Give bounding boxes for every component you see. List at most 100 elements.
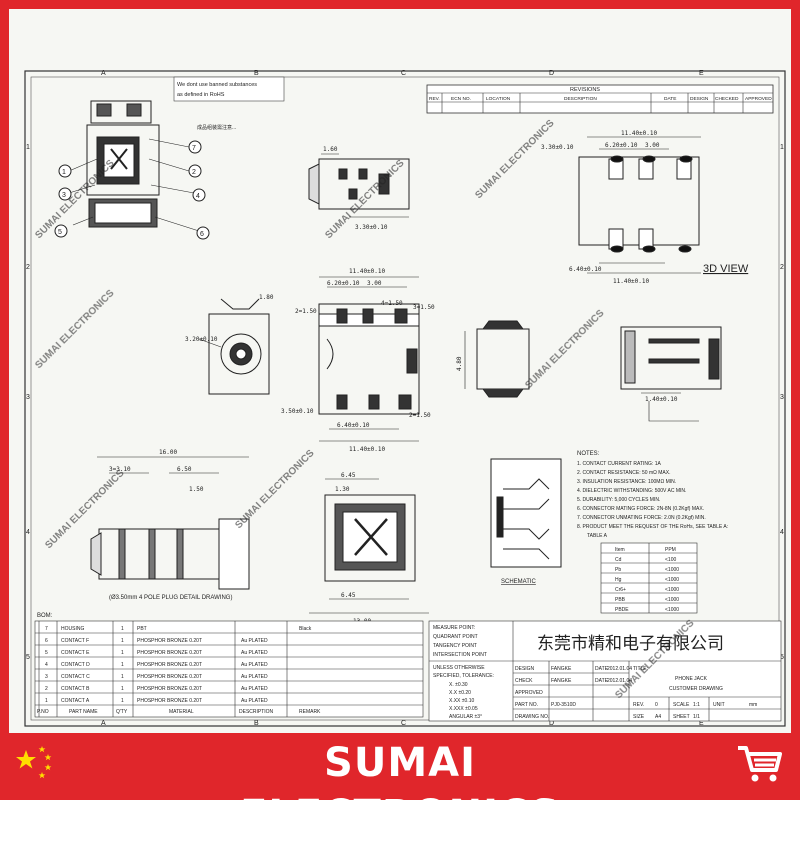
notes-title: NOTES: — [577, 451, 600, 457]
part-no-value: PJ0-3510D — [551, 702, 576, 708]
grid-col-label: B — [254, 720, 259, 727]
svg-text:成品组装需注意...: 成品组装需注意... — [197, 124, 236, 131]
bom-cell: CONTACT F — [61, 638, 89, 644]
shopping-cart-icon[interactable] — [734, 742, 784, 786]
callout-number: 7 — [192, 145, 196, 152]
bom-cell: PBT — [137, 626, 147, 632]
revisions-header: DESIGN — [690, 96, 709, 102]
bom-cell: 1 — [121, 662, 124, 668]
rohs-cell: PBDE — [615, 607, 629, 613]
dimension-label: 6.45 — [341, 472, 356, 479]
plug-detail-drawing: 16.00 3=3.10 6.50 1.50 (Ø3.50mm 4 POLE P… — [90, 449, 250, 601]
part-no-label: PART NO. — [515, 702, 538, 708]
bom-header: DESCRIPTION — [239, 709, 274, 715]
tolerance-line: X.X ±0.20 — [449, 690, 471, 696]
grid-col-label: E — [699, 70, 704, 77]
dimension-label: 3=3.10 — [109, 466, 131, 473]
rohs-header: Item — [615, 547, 625, 553]
unit-value: mm — [749, 702, 757, 708]
callout-number: 4 — [196, 193, 200, 200]
dimension-label: 4=1.50 — [381, 300, 403, 307]
bom-cell: PHOSPHOR BRONZE 0.20T — [137, 650, 202, 656]
measure-line: QUADRANT POINT — [433, 634, 478, 640]
note-line: 3. INSULATION RESISTANCE: 100MΩ MIN. — [577, 479, 676, 485]
callout-number: 6 — [200, 231, 204, 238]
revisions-header: DATE — [664, 96, 676, 102]
bom-cell: 1 — [121, 674, 124, 680]
grid-row-label: 3 — [26, 394, 30, 401]
bom-cell: 1 — [121, 626, 124, 632]
bom-cell: PHOSPHOR BRONZE 0.20T — [137, 698, 202, 704]
grid-row-label: 3 — [780, 394, 784, 401]
3d-side-view: 1.40±0.10 — [620, 326, 722, 422]
grid-col-label: D — [549, 70, 554, 77]
red-frame — [0, 0, 800, 800]
note-line: 8. PRODUCT MEET THE REQUEST OF THE RoHs,… — [577, 524, 728, 530]
sheet-value: 1/1 — [693, 714, 700, 720]
title-block: MEASURE POINT: QUADRANT POINT TANGENCY P… — [428, 620, 782, 722]
bom-cell: Black — [299, 626, 312, 632]
dimension-label: 6.40±0.10 — [337, 422, 370, 429]
dimension-label: 2=1.50 — [409, 412, 431, 419]
drawing-no-label: DRAWING NO. — [515, 714, 549, 720]
dimension-label: 1.60 — [323, 146, 338, 153]
rohs-cell: Cr6+ — [615, 587, 626, 593]
dimension-label: 3.50±0.10 — [281, 408, 314, 415]
tolerance-line: X.XXX ±0.05 — [449, 706, 478, 712]
grid-col-label: C — [401, 720, 406, 727]
grid-row-label: 1 — [780, 144, 784, 151]
schematic: SCHEMATIC — [490, 458, 562, 585]
brand-banner — [9, 733, 791, 791]
grid-col-label: A — [101, 720, 106, 727]
bom-cell: 2 — [45, 686, 48, 692]
exploded-view: 成品组装需注意... — [68, 100, 236, 232]
bom-cell: Au PLATED — [241, 662, 268, 668]
dimension-label: 6.45 — [341, 592, 356, 599]
bom-cell: CONTACT D — [61, 662, 90, 668]
dimension-label: 4.80 — [456, 356, 463, 371]
watermark-text: SUMAI ELECTRONICS — [523, 308, 606, 391]
revisions-header: CHECKED — [715, 96, 739, 102]
bom-cell: CONTACT A — [61, 698, 90, 704]
dimension-label: 11.40±0.10 — [349, 446, 386, 453]
bom-cell: PHOSPHOR BRONZE 0.20T — [137, 686, 202, 692]
grid-row-label: 4 — [26, 529, 30, 536]
revisions-header: DESCRIPTION — [564, 96, 597, 102]
watermark-text: SUMAI ELECTRONICS — [43, 468, 126, 551]
grid-col-label: A — [101, 70, 106, 77]
company-name: 东莞市精和电子有限公司 — [537, 634, 724, 653]
bom-cell: 1 — [121, 686, 124, 692]
watermark-text: SUMAI ELECTRONICS — [473, 118, 556, 201]
rohs-note-box — [173, 76, 285, 102]
grid-col-label: D — [549, 720, 554, 727]
bom-cell: 1 — [45, 698, 48, 704]
scale-value: 1:1 — [693, 702, 700, 708]
size-value: A4 — [655, 714, 661, 720]
bom-cell: 7 — [45, 626, 48, 632]
dimension-label: 1.30 — [335, 486, 350, 493]
grid-row-label: 5 — [780, 654, 784, 661]
dimension-label: 1.80 — [259, 294, 274, 301]
dimension-label: 11.40±0.10 — [621, 130, 658, 137]
revisions-header: REV. — [429, 96, 440, 102]
revisions-header: ECN NO. — [451, 96, 471, 102]
revisions-title: REVISIONS — [570, 87, 600, 93]
date-value: 2012.01.04 — [607, 678, 632, 684]
plan-view: 11.40±0.10 6.20±0.10 3.00 2=1.50 4=1.50 … — [281, 268, 435, 453]
note-line: 2. CONTACT RESISTANCE: 50 mΩ MAX. — [577, 470, 670, 476]
callout-circles: 1 3 5 7 2 4 6 — [54, 140, 210, 240]
drawing-border — [24, 70, 786, 727]
drawing-inner-border — [30, 76, 780, 721]
dimension-label: 3.20±0.10 — [185, 336, 218, 343]
rohs-cell: <1000 — [665, 577, 679, 583]
title-label: TITLE: — [633, 666, 648, 672]
notes-block: NOTES: 1. CONTACT CURRENT RATING: 1A 2. … — [577, 451, 728, 539]
dimension-label: 6.20±0.10 — [327, 280, 360, 287]
bom-cell: Au PLATED — [241, 650, 268, 656]
rohs-cell: <1000 — [665, 587, 679, 593]
dimension-label: 11.40±0.10 — [349, 268, 386, 275]
dimension-label: 16.00 — [159, 449, 177, 456]
bom-cell: Au PLATED — [241, 674, 268, 680]
rohs-cell: <100 — [665, 557, 676, 563]
bom-header: MATERIAL — [169, 709, 194, 715]
